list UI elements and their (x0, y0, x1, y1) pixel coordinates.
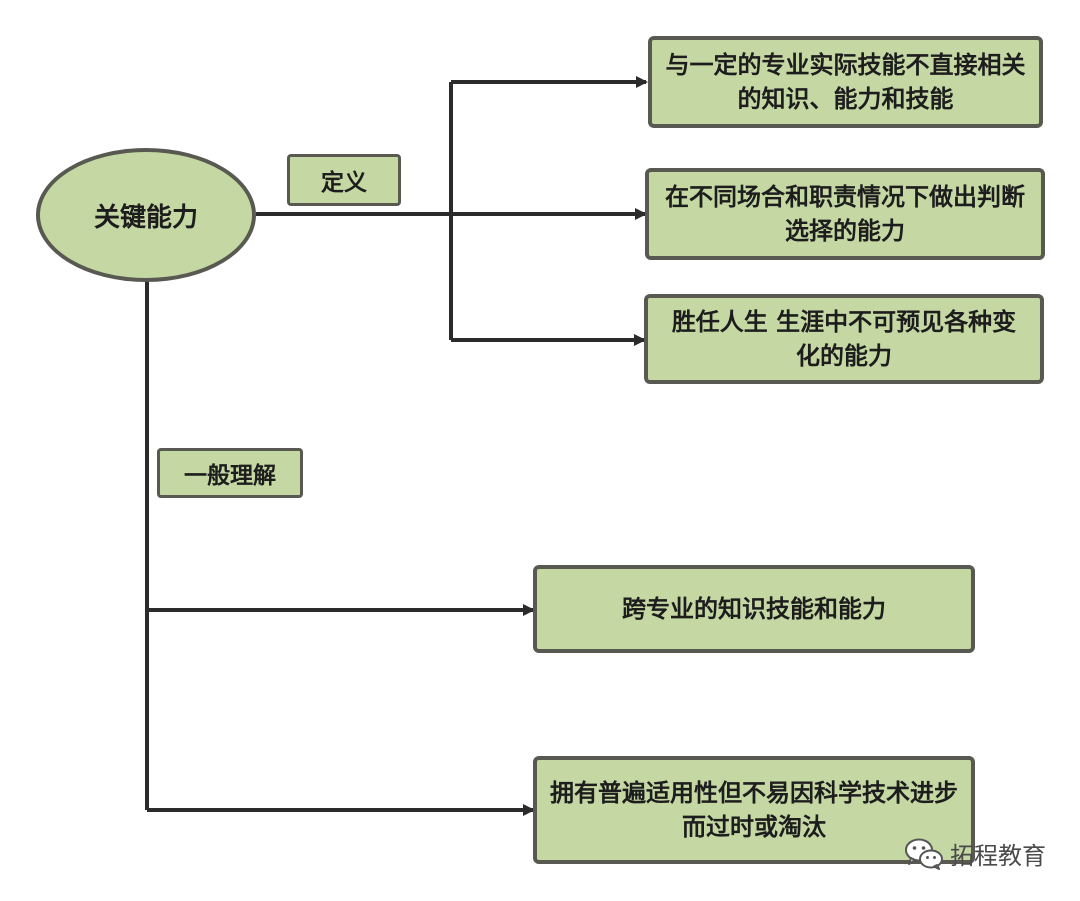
understanding-node-1: 跨专业的知识技能和能力 (533, 565, 975, 653)
definition-node-2: 在不同场合和职责情况下做出判断选择的能力 (645, 168, 1045, 260)
understanding-text-1: 跨专业的知识技能和能力 (622, 595, 886, 623)
definition-text-2: 在不同场合和职责情况下做出判断选择的能力 (665, 183, 1025, 245)
understanding-text-2: 拥有普遍适用性但不易因科学技术进步而过时或淘汰 (550, 779, 958, 841)
understanding-node-2: 拥有普遍适用性但不易因科学技术进步而过时或淘汰 (533, 756, 975, 864)
watermark-text: 拓程教育 (950, 842, 1046, 870)
definition-node-1: 与一定的专业实际技能不直接相关的知识、能力和技能 (648, 36, 1043, 128)
general-tag: 一般理解 (157, 448, 303, 498)
root-label: 关键能力 (93, 202, 198, 233)
definition-tag: 定义 (287, 154, 401, 206)
definition-text-3: 胜任人生 生涯中不可预见各种变化的能力 (671, 308, 1017, 370)
definition-text-1: 与一定的专业实际技能不直接相关的知识、能力和技能 (665, 51, 1026, 113)
wechat-icon (905, 838, 943, 870)
root-node: 关键能力 (36, 148, 256, 282)
general-tag-label: 一般理解 (184, 463, 276, 489)
watermark: 拓程教育 (904, 836, 1046, 871)
definition-tag-label: 定义 (321, 170, 367, 196)
definition-node-3: 胜任人生 生涯中不可预见各种变化的能力 (644, 294, 1044, 384)
